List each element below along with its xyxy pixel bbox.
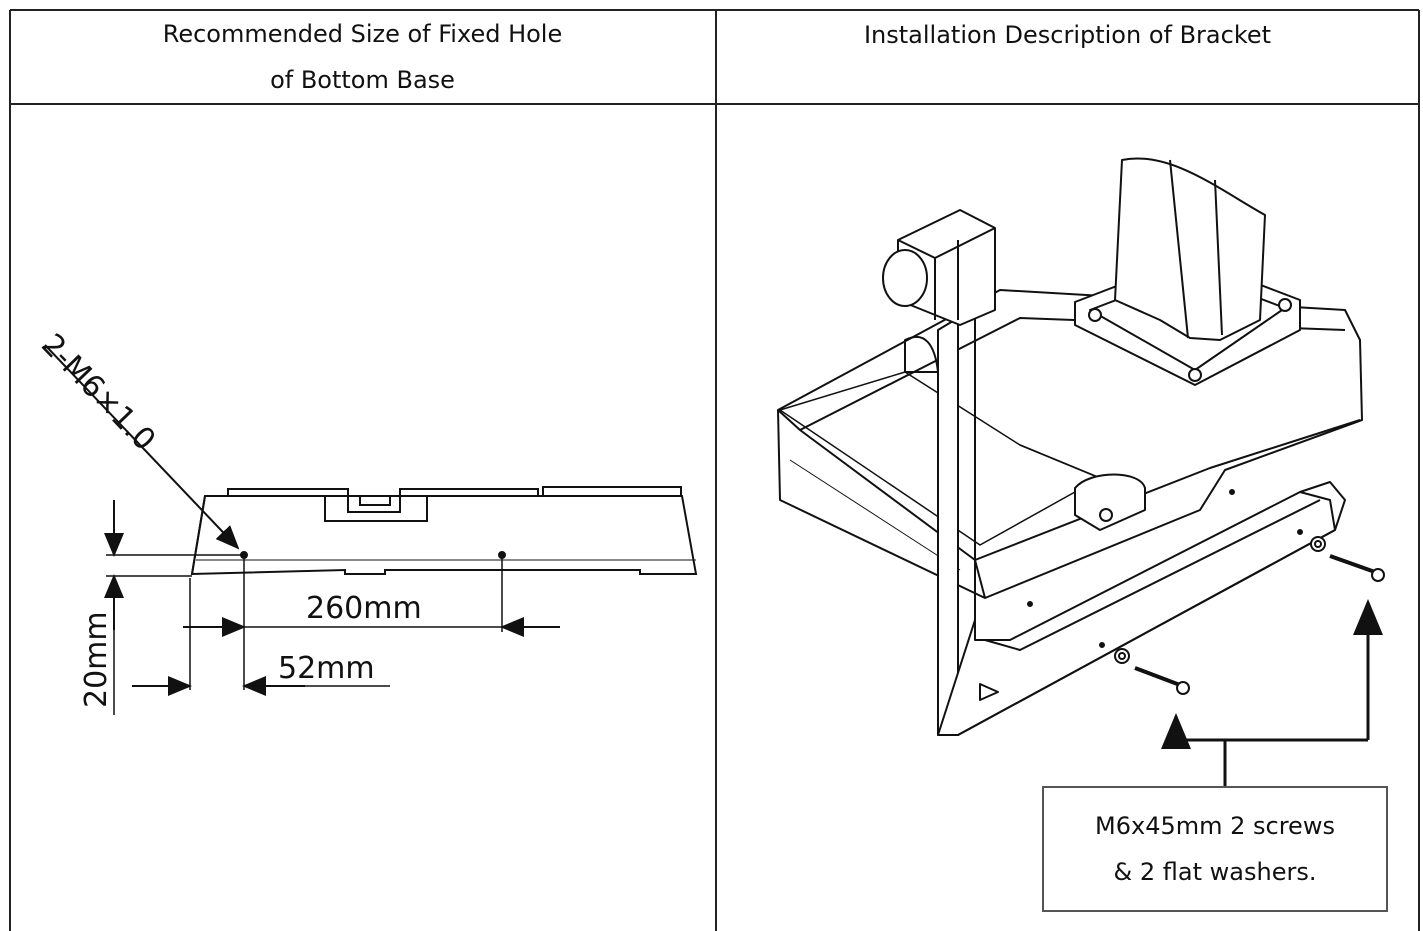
dimension-lines: [44, 344, 560, 715]
thread-spec-label: 2-M6×1.0: [34, 327, 162, 458]
callout-line1: M6x45mm 2 screws: [1095, 812, 1335, 840]
callout-line2: & 2 flat washers.: [1113, 858, 1317, 886]
height-label: 20mm: [79, 611, 114, 708]
left-header-line2: of Bottom Base: [270, 66, 455, 94]
callout-leaders: [1161, 599, 1383, 786]
bracket-assembly-drawing: [777, 157, 1385, 736]
right-column-header: Installation Description of Bracket: [716, 10, 1419, 104]
right-header-text: Installation Description of Bracket: [863, 21, 1272, 49]
base-side-view: [190, 486, 698, 576]
left-column-header: Recommended Size of Fixed Hole of Bottom…: [10, 10, 715, 104]
table-grid: [9, 9, 1420, 931]
fastener-callout-box: M6x45mm 2 screws & 2 flat washers.: [1042, 786, 1388, 912]
hole-spacing-label: 260mm: [306, 591, 422, 626]
edge-offset-label: 52mm: [278, 651, 375, 686]
left-header-line1: Recommended Size of Fixed Hole: [162, 20, 563, 48]
